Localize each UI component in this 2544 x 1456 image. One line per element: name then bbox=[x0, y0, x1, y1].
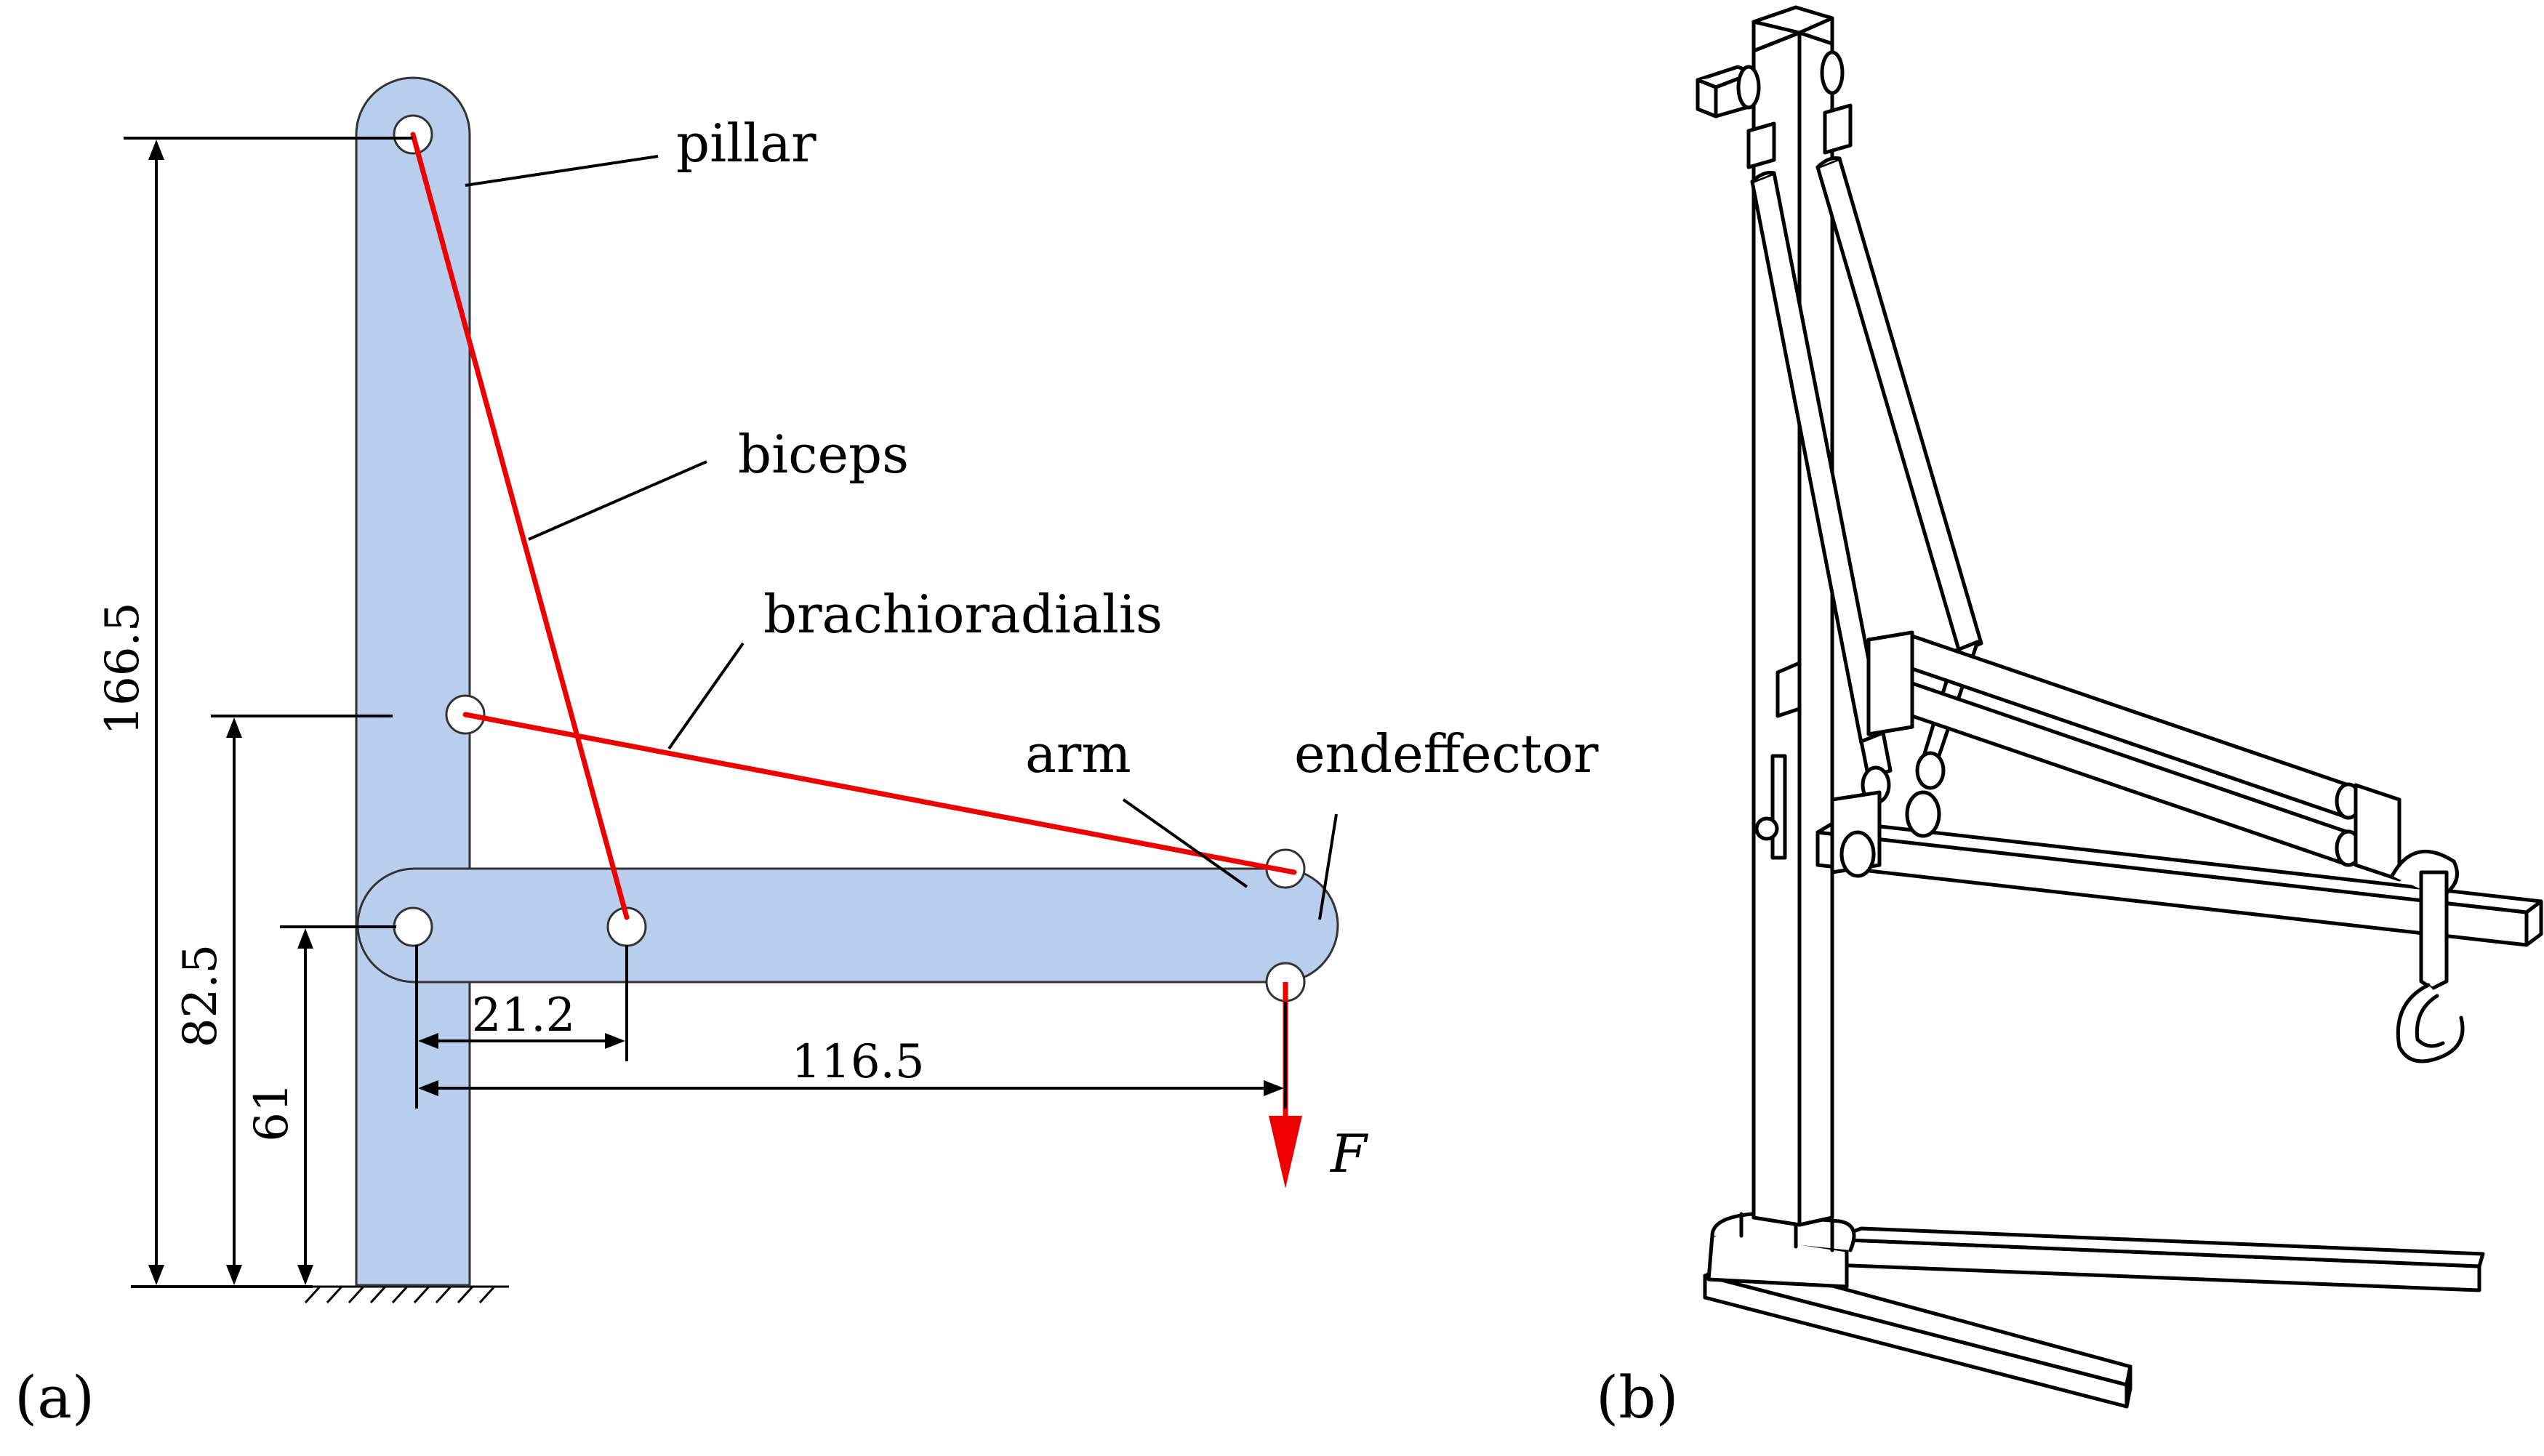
brachioradialis-line bbox=[462, 712, 1297, 875]
arm-beam bbox=[1815, 819, 2543, 947]
arm-body bbox=[356, 867, 1339, 984]
horizontal-cylinders bbox=[1866, 630, 2401, 882]
pedestal bbox=[1706, 1212, 1856, 1289]
biceps-line bbox=[410, 132, 630, 920]
pillar-body bbox=[355, 76, 471, 1287]
panel-a: pillar biceps brachioradialis arm endeff… bbox=[15, 76, 1599, 1431]
pillar-height-dimension: 166.5 bbox=[96, 602, 150, 735]
arm-label: arm bbox=[1025, 723, 1131, 784]
biceps-offset-dimension: 21.2 bbox=[472, 989, 576, 1042]
leader-lines bbox=[465, 155, 1338, 920]
arm-clevis bbox=[1830, 790, 1941, 878]
brachioradialis-label: brachioradialis bbox=[763, 584, 1163, 645]
biceps-label: biceps bbox=[738, 424, 909, 485]
panel-a-label: (a) bbox=[15, 1364, 95, 1431]
brachioradialis-height-dimension: 82.5 bbox=[174, 944, 228, 1048]
elbow-joint bbox=[393, 906, 433, 947]
dimension-arrowheads bbox=[148, 140, 1284, 1285]
panel-b: (b) bbox=[1596, 5, 2543, 1431]
ground-hatching bbox=[304, 1285, 509, 1304]
muscles bbox=[410, 132, 1297, 920]
arm-height-dimension: 61 bbox=[245, 1082, 299, 1141]
panel-b-label: (b) bbox=[1596, 1364, 1679, 1431]
top-clevis bbox=[1696, 50, 1853, 169]
endeffector-label: endeffector bbox=[1294, 723, 1599, 784]
dimension-lines bbox=[124, 137, 1287, 1288]
force-label: F bbox=[1329, 1123, 1369, 1184]
endeffector-offset-dimension: 116.5 bbox=[791, 1035, 924, 1089]
end-hooks bbox=[2390, 849, 2465, 1063]
pillar-label: pillar bbox=[676, 113, 816, 174]
